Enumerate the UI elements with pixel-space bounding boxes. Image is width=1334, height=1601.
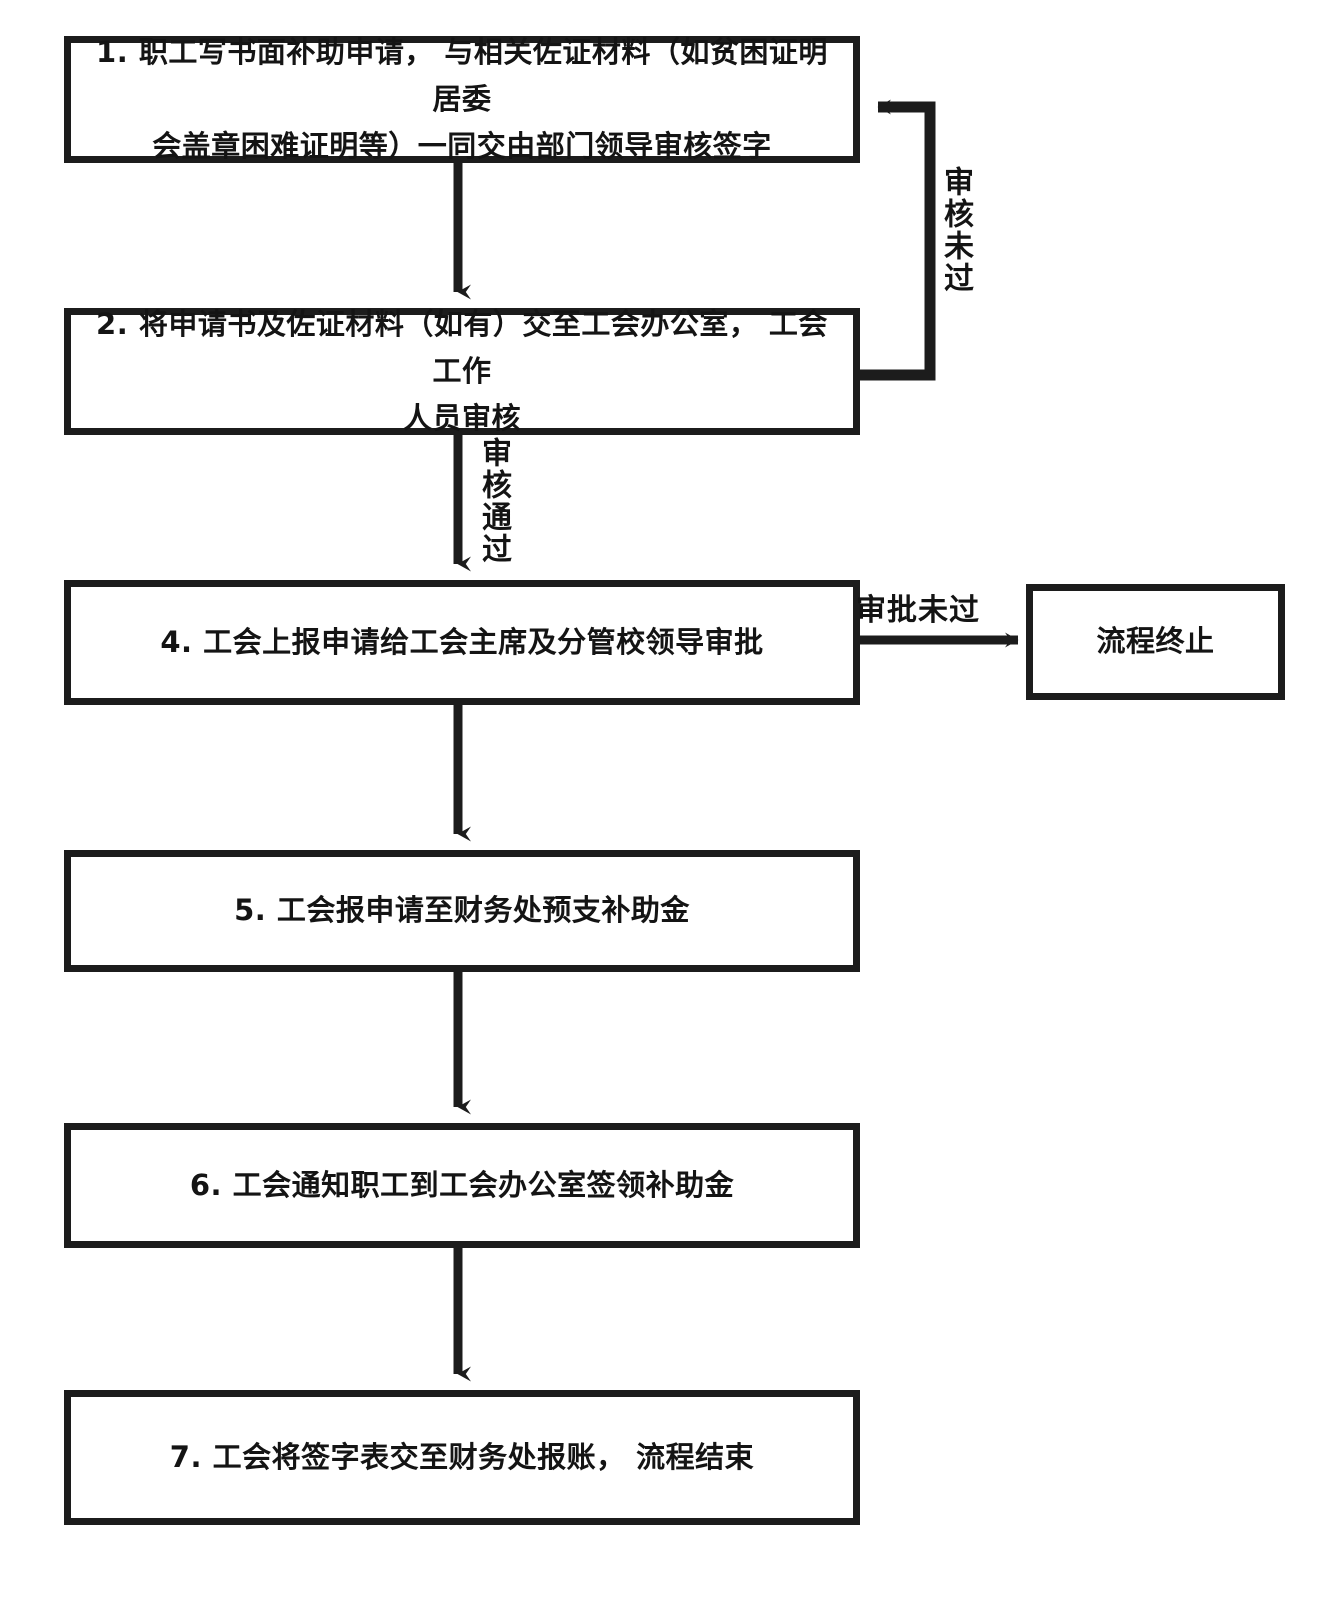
step-5-label: 5. 工会报申请至财务处预支补助金 [234, 893, 690, 928]
edge-label-approval-failed: 审批未过 [856, 593, 980, 628]
step-2-box[interactable]: 2. 将申请书及佐证材料（如有）交至工会办公室， 工会工作 人员审核 [64, 307, 860, 435]
step-4-label: 4. 工会上报申请给工会主席及分管校领导审批 [160, 624, 764, 659]
step-7-label: 7. 工会将签字表交至财务处报账， 流程结束 [169, 1439, 755, 1474]
step-7-box[interactable]: 7. 工会将签字表交至财务处报账， 流程结束 [64, 1390, 860, 1525]
step-1-box[interactable]: 1. 职工写书面补助申请， 与相关佐证材料（如贫困证明居委 会盖章困难证明等）一… [64, 35, 860, 163]
edge-label-review-passed: 审核通过 [476, 437, 511, 565]
step-2-label: 2. 将申请书及佐证材料（如有）交至工会办公室， 工会工作 人员审核 [96, 307, 828, 435]
step-1-label: 1. 职工写书面补助申请， 与相关佐证材料（如贫困证明居委 会盖章困难证明等）一… [96, 35, 828, 163]
edge-label-review-failed: 审核未过 [938, 166, 973, 294]
process-terminated-label: 流程终止 [1096, 624, 1215, 659]
step-5-box[interactable]: 5. 工会报申请至财务处预支补助金 [64, 850, 860, 972]
connector-step2-to-step1-loop [860, 99, 936, 381]
step-6-box[interactable]: 6. 工会通知职工到工会办公室签领补助金 [64, 1123, 860, 1248]
step-4-box[interactable]: 4. 工会上报申请给工会主席及分管校领导审批 [64, 580, 860, 705]
process-terminated-box[interactable]: 流程终止 [1026, 584, 1285, 700]
step-6-label: 6. 工会通知职工到工会办公室签领补助金 [189, 1167, 735, 1202]
